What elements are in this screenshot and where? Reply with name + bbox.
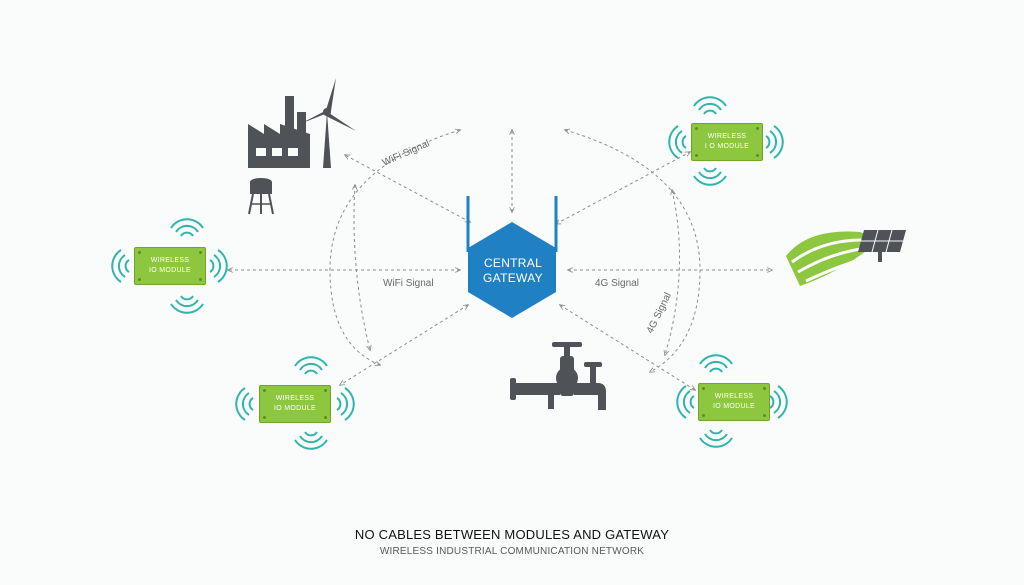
central-gateway <box>466 196 558 318</box>
footer-title: NO CABLES BETWEEN MODULES AND GATEWAY <box>354 527 670 542</box>
module-label-line2: IO MODULE <box>713 403 755 410</box>
link-module-tr <box>556 152 690 224</box>
gateway-label-line2: GATEWAY <box>483 271 543 285</box>
module-label-line2: I O MODULE <box>704 143 750 150</box>
gateway-label-line1: CENTRAL <box>483 256 543 270</box>
solar-farm-icon <box>786 229 906 286</box>
gateway-hexagon <box>468 222 556 318</box>
wind-turbine-icon <box>300 78 356 168</box>
arc-left-inner <box>354 185 370 350</box>
module-label-line2: IO MODULE <box>274 405 316 412</box>
4g-signal-label-lower: 4G Signal <box>645 291 674 335</box>
arc-right-outer <box>565 130 701 372</box>
wifi-signal-label-left: WiFi Signal <box>383 278 434 289</box>
link-module-br <box>560 305 695 390</box>
module-label-line1: WIRELESS <box>275 395 315 402</box>
arc-right-inner <box>665 190 680 355</box>
4g-signal-label-right: 4G Signal <box>595 278 639 289</box>
factory-icon <box>248 96 310 168</box>
wifi-signal-label-upper: WiFi Signal <box>381 138 432 169</box>
link-module-bl <box>340 305 468 385</box>
gateway-label: CENTRAL GATEWAY <box>470 256 556 286</box>
pipe-valve-icon <box>510 342 606 410</box>
wireless-io-module-top-right: WIRELESS I O MODULE <box>691 123 763 161</box>
wireless-io-module-bottom-right: WIRELESS IO MODULE <box>698 383 770 421</box>
wireless-io-module-left: WIRELESS IO MODULE <box>134 247 206 285</box>
module-label-line2: IO MODULE <box>149 267 191 274</box>
link-factory <box>345 155 470 222</box>
arc-left-outer <box>329 130 460 365</box>
water-tower-icon <box>248 178 274 215</box>
module-label-line1: WIRELESS <box>707 133 747 140</box>
module-label-line1: WIRELESS <box>714 393 754 400</box>
wireless-io-module-bottom-left: WIRELESS IO MODULE <box>259 385 331 423</box>
footer-subtitle: WIRELESS INDUSTRIAL COMMUNICATION NETWOR… <box>379 546 645 557</box>
connection-lines <box>228 130 772 390</box>
module-label-line1: WIRELESS <box>150 257 190 264</box>
